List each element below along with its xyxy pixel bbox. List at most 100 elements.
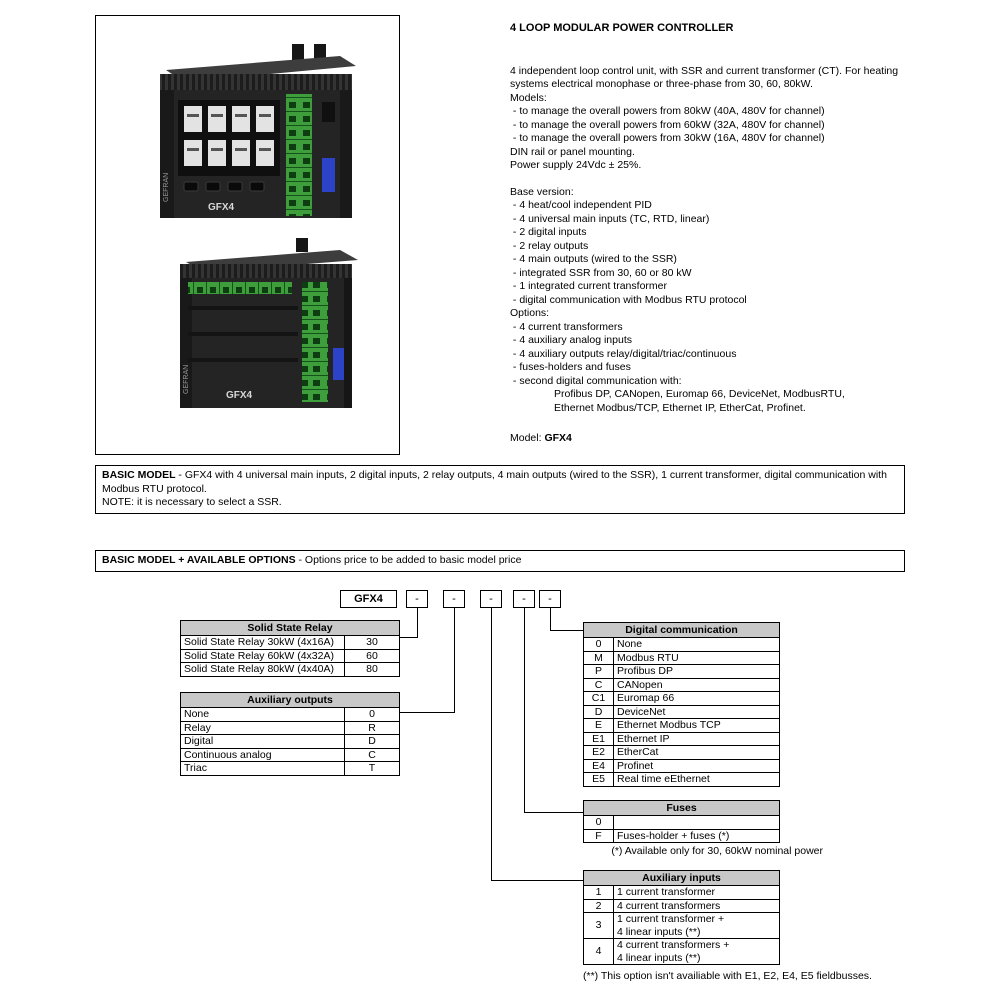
intro-paragraph: 4 independent loop control unit, with SS… — [510, 64, 902, 91]
option-desc: Solid State Relay 60kW (4x32A) — [180, 648, 345, 663]
connector-line — [524, 608, 525, 812]
option-desc: Modbus RTU — [613, 650, 780, 665]
base-feature-line: - 4 main outputs (wired to the SSR) — [510, 253, 677, 265]
fieldbus-line: Ethernet Modbus/TCP, Ethernet IP, EtherC… — [554, 401, 806, 414]
mounting-line: DIN rail or panel mounting. — [510, 145, 635, 158]
base-feature-line: - 2 relay outputs — [510, 239, 589, 252]
option-code: 80 — [344, 662, 400, 677]
connector-line — [400, 637, 418, 638]
option-feature-line: - 4 auxiliary outputs relay/digital/tria… — [510, 347, 737, 360]
order-code-slot-1: - — [406, 590, 428, 608]
option-code: E4 — [583, 758, 614, 773]
option-desc: None — [180, 707, 345, 722]
power-supply-line: Power supply 24Vdc ± 25%. — [510, 159, 642, 171]
option-desc: 4 current transformers — [613, 898, 780, 913]
din-clip — [296, 238, 308, 252]
options-label: Options: — [510, 307, 550, 319]
order-code-slot-2: - — [443, 590, 465, 608]
basic-model-text: BASIC MODEL - GFX4 with 4 universal main… — [102, 469, 898, 496]
product-image-box: GEFRAN GFX4 GEFRAN GFX4 — [95, 15, 400, 455]
option-desc: Triac — [180, 761, 345, 776]
basic-model-note: NOTE: it is necessary to select a SSR. — [102, 496, 282, 508]
led-displays — [184, 106, 274, 166]
option-code: R — [344, 720, 400, 735]
model-line: Model: GFX4 — [510, 432, 930, 446]
basic-model-heading: BASIC MODEL — [102, 469, 176, 481]
option-desc: Real time eEthernet — [613, 772, 780, 787]
base-feature-line: - digital communication with Modbus RTU … — [510, 293, 747, 306]
option-code: 3 — [583, 912, 614, 939]
connector-line — [550, 608, 551, 630]
option-desc: EtherCat — [613, 745, 780, 760]
models-label: Models: — [510, 91, 547, 104]
base-feature-line: - 1 integrated current transformer — [510, 280, 667, 292]
model-option-line: - to manage the overall powers from 60kW… — [510, 118, 825, 131]
connector-line — [550, 630, 583, 631]
table-title: Digital communication — [583, 622, 780, 638]
connector-line — [491, 608, 492, 880]
option-code: E — [583, 718, 614, 733]
table-row: 0 — [583, 815, 780, 830]
connector-line — [454, 608, 455, 712]
option-code: 1 — [583, 885, 614, 900]
table-row: Solid State Relay 80kW (4x40A)80 — [180, 662, 400, 677]
option-code: 0 — [583, 815, 614, 830]
blue-connector — [333, 348, 344, 380]
option-desc: 1 current transformer + 4 linear inputs … — [613, 912, 780, 939]
option-desc: Ethernet Modbus TCP — [613, 718, 780, 733]
connector-line — [491, 880, 583, 881]
product-description: 4 LOOP MODULAR POWER CONTROLLER 4 indepe… — [510, 22, 930, 446]
base-feature-line: - 2 digital inputs — [510, 226, 587, 238]
table-header-row: Auxiliary inputs — [583, 870, 780, 886]
base-feature-line: - 4 universal main inputs (TC, RTD, line… — [510, 212, 710, 225]
option-code: D — [583, 704, 614, 719]
option-code: E5 — [583, 772, 614, 787]
option-desc: Profinet — [613, 758, 780, 773]
basic-model-description: - GFX4 with 4 universal main inputs, 2 d… — [102, 469, 887, 495]
product-photo-side: GEFRAN GFX4 — [180, 238, 358, 408]
table-header-row: Auxiliary outputs — [180, 692, 400, 708]
option-desc: None — [613, 637, 780, 652]
fuses-note: (*) Available only for 30, 60kW nominal … — [611, 845, 823, 857]
table-auxiliary-inputs: Auxiliary inputs 1 1 current transformer … — [583, 870, 780, 965]
table-row: Solid State Relay 30kW (4x16A)30 — [180, 635, 400, 650]
aux-inputs-note: (**) This option isn't availiable with E… — [583, 970, 872, 982]
option-feature-line: - fuses-holders and fuses — [510, 361, 631, 373]
connector-line — [400, 712, 455, 713]
model-option-line: - to manage the overall powers from 30kW… — [510, 132, 825, 144]
option-desc: 4 current transformers + 4 linear inputs… — [613, 938, 780, 965]
options-header-box: BASIC MODEL + AVAILABLE OPTIONS - Option… — [95, 550, 905, 572]
option-desc: Profibus DP — [613, 664, 780, 679]
device-model-label: GFX4 — [208, 202, 235, 213]
table-solid-state-relay: Solid State Relay Solid State Relay 30kW… — [180, 620, 400, 677]
option-code: M — [583, 650, 614, 665]
table-row: Solid State Relay 60kW (4x32A)60 — [180, 648, 400, 663]
option-code: P — [583, 664, 614, 679]
front-buttons — [183, 181, 265, 192]
table-title: Auxiliary outputs — [180, 692, 400, 708]
option-code: E2 — [583, 745, 614, 760]
order-code-model-box: GFX4 — [340, 590, 397, 608]
model-value: GFX4 — [544, 432, 572, 444]
product-photo-front: GEFRAN GFX4 — [160, 44, 356, 218]
order-code-slot-4: - — [513, 590, 535, 608]
option-code: C — [583, 677, 614, 692]
